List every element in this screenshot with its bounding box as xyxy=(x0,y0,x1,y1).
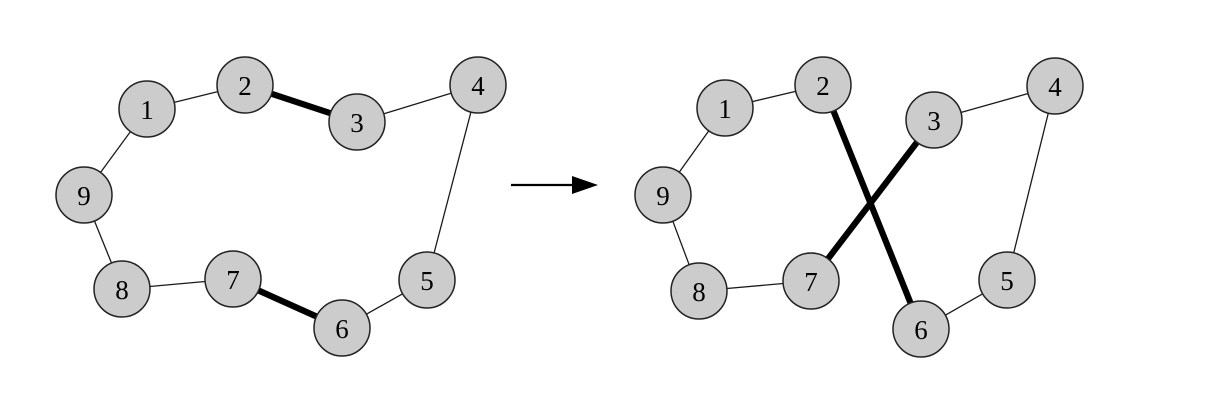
node-after-2[interactable]: 2 xyxy=(794,56,852,114)
edge-after-3-7 xyxy=(824,139,921,262)
node-circle-after-8[interactable] xyxy=(670,262,728,320)
node-circle-before-1[interactable] xyxy=(118,80,176,138)
node-label-before-9: 9 xyxy=(77,181,91,211)
node-before-9[interactable]: 9 xyxy=(55,166,113,224)
node-circle-after-9[interactable] xyxy=(634,166,692,224)
arrow-layer xyxy=(511,176,598,194)
node-label-before-8: 8 xyxy=(115,275,129,305)
node-label-before-7: 7 xyxy=(226,265,240,295)
edge-before-4-5 xyxy=(433,109,472,256)
node-label-after-1: 1 xyxy=(718,94,732,124)
node-circle-before-5[interactable] xyxy=(398,251,456,309)
node-label-after-3: 3 xyxy=(927,106,941,136)
node-before-8[interactable]: 8 xyxy=(93,260,151,318)
edge-after-1-2 xyxy=(750,90,798,103)
edge-after-8-9 xyxy=(671,219,691,267)
edge-after-5-4 xyxy=(1012,111,1050,255)
node-before-5[interactable]: 5 xyxy=(398,251,456,309)
node-label-after-8: 8 xyxy=(692,277,706,307)
node-label-before-5: 5 xyxy=(420,266,434,296)
node-before-4[interactable]: 4 xyxy=(449,56,507,114)
edge-before-6-7 xyxy=(255,287,320,320)
node-circle-before-8[interactable] xyxy=(93,260,151,318)
node-label-before-6: 6 xyxy=(335,314,349,344)
edge-before-1-2 xyxy=(172,90,220,104)
edge-after-9-1 xyxy=(677,128,711,175)
node-before-1[interactable]: 1 xyxy=(118,80,176,138)
node-circle-before-2[interactable] xyxy=(216,56,274,114)
node-label-before-3: 3 xyxy=(350,108,364,138)
node-circle-before-7[interactable] xyxy=(204,250,262,308)
node-circle-after-7[interactable] xyxy=(782,252,840,310)
node-circle-after-3[interactable] xyxy=(905,91,963,149)
node-circle-after-2[interactable] xyxy=(794,56,852,114)
node-label-before-4: 4 xyxy=(471,71,485,101)
edge-before-2-3 xyxy=(269,90,333,117)
edge-before-7-8 xyxy=(147,280,208,288)
node-circle-before-3[interactable] xyxy=(328,93,386,151)
node-after-5[interactable]: 5 xyxy=(978,251,1036,309)
node-circle-after-5[interactable] xyxy=(978,251,1036,309)
edge-group-after xyxy=(671,90,1050,317)
edge-after-7-8 xyxy=(724,282,786,290)
edge-before-9-1 xyxy=(99,129,132,175)
node-after-7[interactable]: 7 xyxy=(782,252,840,310)
edge-before-8-9 xyxy=(93,218,113,266)
edge-group-before xyxy=(93,90,472,320)
node-circle-after-1[interactable] xyxy=(696,79,754,137)
node-after-1[interactable]: 1 xyxy=(696,79,754,137)
nodes-layer: 1 2 3 4 5 6 7 8 9 1 2 3 4 5 6 7 8 9 xyxy=(55,56,1084,358)
node-label-after-5: 5 xyxy=(1000,266,1014,296)
node-label-after-4: 4 xyxy=(1048,72,1062,102)
node-label-after-7: 7 xyxy=(804,267,818,297)
edge-after-6-5 xyxy=(943,292,985,317)
edges-layer xyxy=(93,90,1050,320)
node-after-3[interactable]: 3 xyxy=(905,91,963,149)
arrow-head-icon xyxy=(572,176,598,194)
node-label-after-2: 2 xyxy=(816,71,830,101)
node-after-4[interactable]: 4 xyxy=(1026,57,1084,115)
node-circle-before-4[interactable] xyxy=(449,56,507,114)
edge-before-3-4 xyxy=(381,92,454,115)
node-before-6[interactable]: 6 xyxy=(313,299,371,357)
node-label-after-9: 9 xyxy=(656,181,670,211)
node-before-3[interactable]: 3 xyxy=(328,93,386,151)
node-after-6[interactable]: 6 xyxy=(892,300,950,358)
edge-after-4-3 xyxy=(958,92,1031,114)
edge-before-5-6 xyxy=(364,292,405,316)
node-after-8[interactable]: 8 xyxy=(670,262,728,320)
node-group-after: 1 2 3 4 5 6 7 8 9 xyxy=(634,56,1084,358)
node-label-before-2: 2 xyxy=(238,71,252,101)
node-before-2[interactable]: 2 xyxy=(216,56,274,114)
node-circle-after-4[interactable] xyxy=(1026,57,1084,115)
node-after-9[interactable]: 9 xyxy=(634,166,692,224)
node-circle-after-6[interactable] xyxy=(892,300,950,358)
node-circle-before-6[interactable] xyxy=(313,299,371,357)
node-before-7[interactable]: 7 xyxy=(204,250,262,308)
node-label-before-1: 1 xyxy=(140,95,154,125)
node-group-before: 1 2 3 4 5 6 7 8 9 xyxy=(55,56,507,357)
edge-after-2-6 xyxy=(830,108,914,306)
node-label-after-6: 6 xyxy=(914,315,928,345)
node-circle-before-9[interactable] xyxy=(55,166,113,224)
